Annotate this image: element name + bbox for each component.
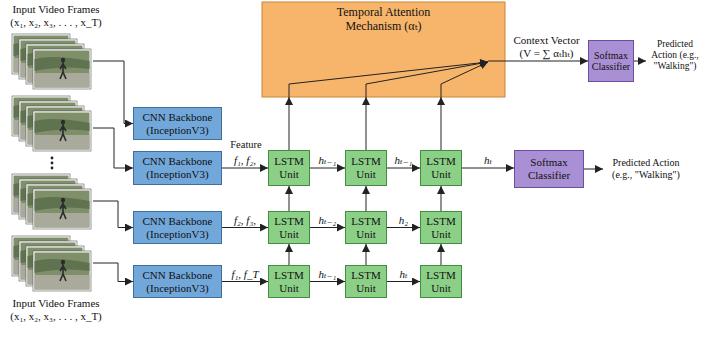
ellipsis-dot [51, 162, 54, 165]
edge-label: hₜ [399, 268, 407, 281]
edge-label: hₜ₋₂ [319, 214, 337, 227]
input-caption: Input Video Frames [4, 3, 108, 16]
attention-panel [262, 2, 505, 97]
lstm-unit: LSTM Unit [420, 265, 462, 298]
lstm-unit: LSTM Unit [345, 150, 387, 186]
attention-weight-line [366, 62, 488, 97]
frame-feed-line [93, 201, 133, 228]
node-label: Softmax Classifier [517, 156, 581, 181]
arrow-connector [441, 97, 442, 150]
arrow-connector [289, 244, 290, 265]
arrow-connector [387, 281, 420, 282]
lstm-unit: LSTM Unit [420, 150, 462, 186]
arrow-connector [366, 186, 367, 211]
frame-feed-line [93, 128, 133, 168]
cnn-backbone-box: CNN Backbone (InceptionV3) [133, 107, 222, 140]
video-frame [33, 111, 91, 151]
node-label: LSTM Unit [348, 269, 384, 294]
feature-label: Feature [226, 139, 266, 151]
node-label: LSTM Unit [423, 155, 459, 180]
arrow-connector [387, 168, 420, 169]
node-label: CNN Backbone (InceptionV3) [136, 215, 219, 240]
lstm-unit: LSTM Unit [420, 211, 462, 244]
node-label: LSTM Unit [348, 215, 384, 240]
cnn-backbone-box: CNN Backbone (InceptionV3) [133, 211, 222, 244]
lstm-unit: LSTM Unit [268, 265, 310, 298]
node-label: LSTM Unit [271, 269, 307, 294]
arrow-connector [441, 244, 442, 265]
arrow-connector [289, 186, 290, 211]
edge-label: f₂, f₃, [234, 214, 256, 227]
video-frame [33, 49, 91, 89]
lstm-unit: LSTM Unit [268, 150, 310, 186]
arrow-connector [310, 168, 345, 169]
arrow-connector [366, 97, 367, 150]
edge-label: h₂ [399, 214, 408, 227]
input-sequence: (x₁, x₂, x₃, . . . , x_T) [4, 310, 108, 323]
arrow-connector [310, 281, 345, 282]
prediction-text: Predicted Action (e.g., "Walking") [648, 39, 702, 73]
prediction-text: Predicted Action (e.g., "Walking") [606, 157, 686, 181]
output-arrow [584, 169, 603, 170]
arrow-connector [289, 97, 290, 150]
softmax-box: Softmax Classifier [514, 150, 584, 188]
cnn-backbone-box: CNN Backbone (InceptionV3) [133, 151, 222, 185]
edge-label: f₁, f₂, [234, 154, 256, 167]
arrow-connector [222, 281, 268, 282]
arrow-connector [387, 227, 420, 228]
attention-weight-line [441, 62, 488, 97]
lstm-unit: LSTM Unit [345, 265, 387, 298]
node-label: LSTM Unit [423, 215, 459, 240]
attention-output-line [488, 61, 505, 62]
node-label: LSTM Unit [423, 269, 459, 294]
arrow-connector [222, 227, 268, 228]
node-label: CNN Backbone (InceptionV3) [136, 155, 219, 180]
edge-label: hₜ [484, 154, 492, 167]
attention-block: Temporal Attention Mechanism (αₜ) [262, 2, 505, 97]
node-label: Softmax Classifier [591, 50, 631, 73]
arrow-connector [441, 186, 442, 211]
edge-label: hₜ₋₁ [319, 268, 337, 281]
node-label: LSTM Unit [271, 155, 307, 180]
node-label: LSTM Unit [348, 155, 384, 180]
arrow-connector [222, 168, 268, 169]
video-frame [33, 189, 91, 229]
arrow-connector [505, 61, 588, 62]
output-arrow [634, 61, 646, 62]
edge-label: hₜ₋₁ [395, 154, 413, 167]
frame-feed-line [93, 263, 133, 282]
arrow-connector [366, 244, 367, 265]
ellipsis-dot [51, 157, 54, 160]
arrow-connector [462, 168, 514, 169]
input-caption: Input Video Frames [4, 297, 108, 310]
node-label: CNN Backbone (InceptionV3) [136, 269, 219, 294]
node-label: LSTM Unit [271, 215, 307, 240]
edge-label: Context Vector (V = ∑ αₜhₜ) [507, 34, 587, 60]
input-sequence: (x₁, x₂, x₃, . . . , x_T) [4, 16, 108, 29]
attention-weight-line [289, 62, 488, 97]
edge-label: hₜ₋₁ [319, 154, 337, 167]
ellipsis-dot [51, 167, 54, 170]
lstm-unit: LSTM Unit [345, 211, 387, 244]
frame-feed-line [93, 61, 133, 124]
node-label: CNN Backbone (InceptionV3) [136, 111, 219, 136]
lstm-unit: LSTM Unit [268, 211, 310, 244]
arrow-connector [310, 227, 345, 228]
node-label: Temporal Attention Mechanism (αₜ) [319, 6, 449, 34]
softmax-box: Softmax Classifier [588, 40, 634, 82]
edge-label: f₁, f_T [231, 268, 258, 281]
video-frame [33, 251, 91, 291]
cnn-backbone-box: CNN Backbone (InceptionV3) [133, 265, 222, 298]
